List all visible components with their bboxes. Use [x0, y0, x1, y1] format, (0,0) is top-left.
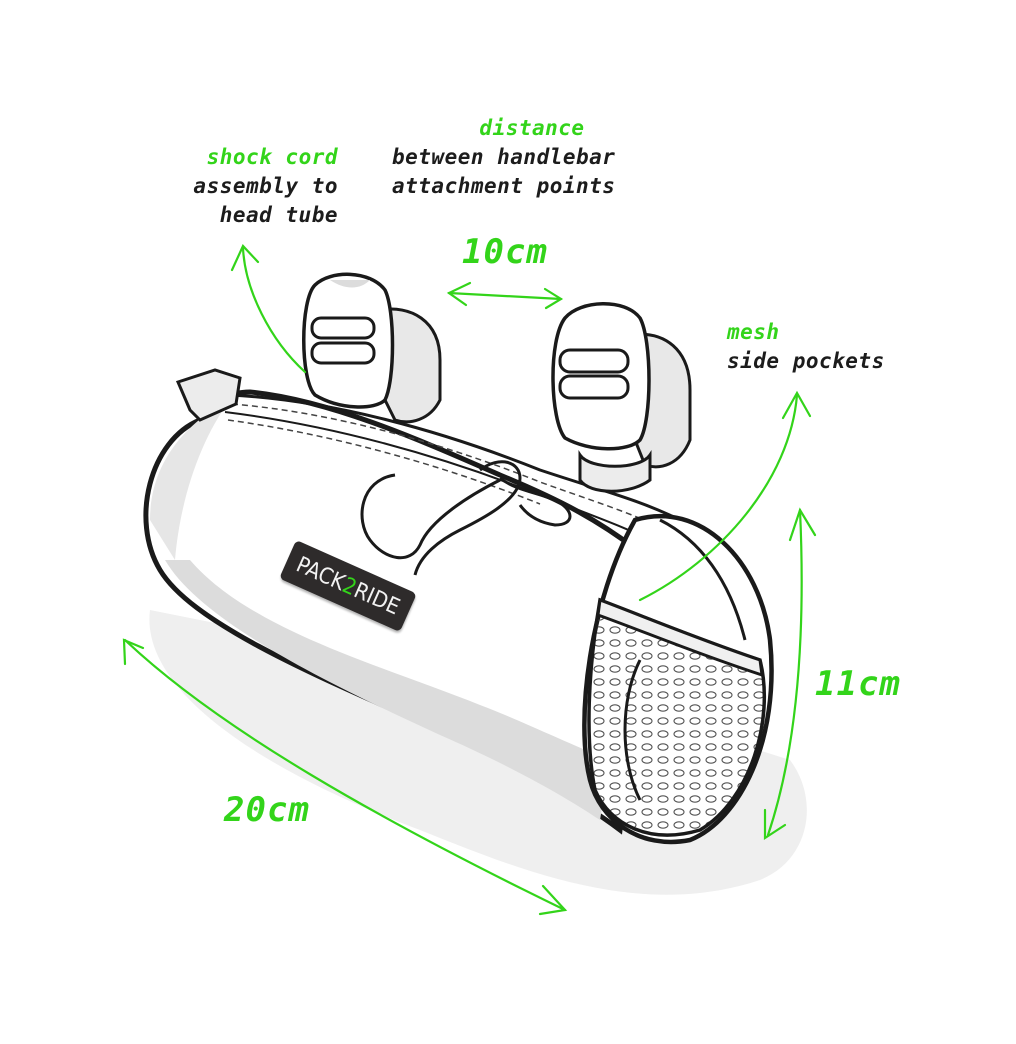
shock-cord-line1: assembly to: [193, 174, 338, 198]
mesh-highlight: mesh: [727, 320, 780, 344]
mesh-line1: side pockets: [727, 349, 885, 373]
left-handlebar-strap: [302, 272, 442, 424]
annotation-arrows: [122, 244, 817, 916]
shock-cord-annotation: shock cord assembly to head tube: [130, 143, 338, 230]
distance-line2: attachment points: [392, 174, 616, 198]
shock-cord-line2: head tube: [219, 203, 338, 227]
mesh-end-cap: [582, 513, 774, 845]
shock-cord-highlight: shock cord: [206, 145, 338, 169]
length-dimension: 20cm: [224, 790, 310, 830]
distance-highlight: distance: [479, 116, 585, 140]
mesh-annotation: mesh side pockets: [727, 318, 885, 376]
width-dimension: 10cm: [462, 232, 548, 272]
end-tab: [175, 368, 242, 422]
right-handlebar-strap: [551, 302, 692, 493]
brand-part3: RIDE: [350, 577, 404, 620]
distance-line1: between handlebar: [392, 145, 616, 169]
height-dimension: 11cm: [815, 664, 901, 704]
shock-cord-loop: [360, 460, 572, 576]
distance-annotation: distance between handlebar attachment po…: [392, 114, 672, 201]
